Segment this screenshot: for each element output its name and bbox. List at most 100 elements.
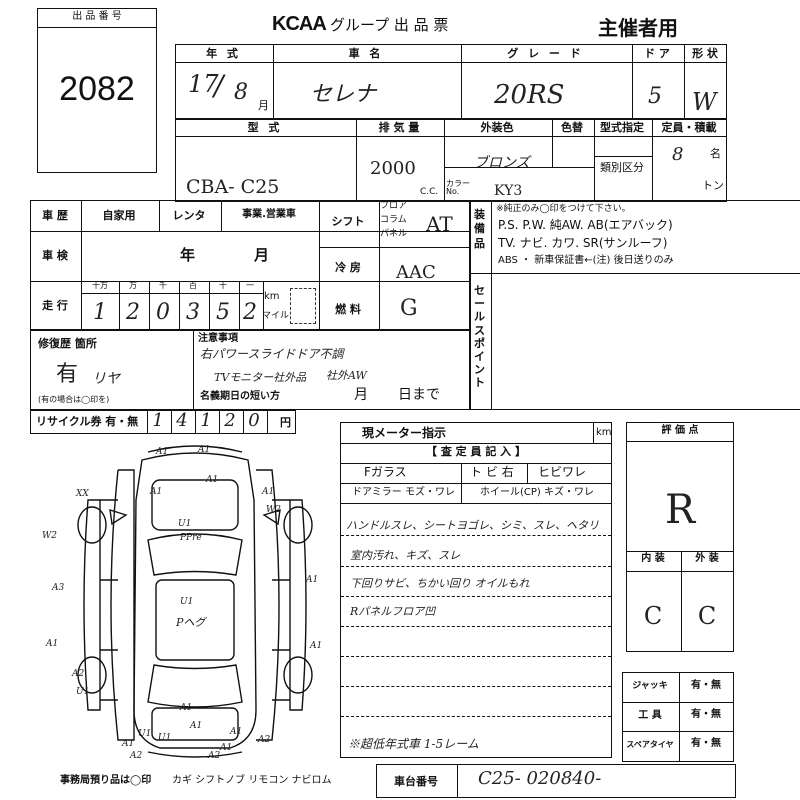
- mileage-digit: 1: [93, 300, 107, 325]
- deadline-month: 月: [354, 387, 368, 403]
- type-spec-label: 型式指定: [600, 121, 644, 134]
- equipment-line-1: P.S. P.W. 純AW. AB(エアバック): [498, 218, 673, 232]
- assessor-label: 【 査 定 員 記 入 】: [426, 445, 526, 458]
- inspection-year-label: 年: [180, 246, 196, 264]
- color-change-label: 色替: [561, 121, 583, 134]
- deadline-label: 名義期日の短い方: [200, 391, 280, 402]
- recycle-digit: 0: [248, 410, 260, 431]
- shape-value: W: [692, 88, 717, 116]
- damage-mark: U1: [178, 519, 191, 529]
- score-label: 評 価 点: [661, 425, 699, 436]
- car-name-label: 車 名: [348, 47, 384, 60]
- class-label: 類別区分: [600, 161, 644, 174]
- damage-mark: XX: [75, 489, 89, 499]
- mileage-unit-1: 一: [246, 281, 254, 290]
- mile-unit: マイル: [262, 311, 290, 321]
- history-rental: レンタ: [172, 209, 206, 222]
- damage-mark: A1: [197, 445, 210, 455]
- displacement-value: 2000: [370, 158, 416, 179]
- office-items: カギ シフトノブ リモコン ナビロム: [172, 775, 332, 786]
- color-number-value: KY3: [494, 183, 523, 199]
- ton-unit: トン: [702, 179, 724, 192]
- damage-mark: A2: [71, 669, 84, 679]
- crack-label: ヒビワレ: [538, 465, 587, 479]
- ac-label: 冷 房: [335, 261, 361, 274]
- equipment-note: ※純正のみ◯印をつけて下さい。: [496, 204, 631, 214]
- shift-column: コラム: [380, 215, 407, 225]
- damage-mark: A1: [309, 641, 322, 651]
- shift-value: AT: [426, 212, 453, 236]
- model-value: CBA- C25: [186, 176, 280, 198]
- tool-label: 工 具: [638, 710, 662, 721]
- recycle-digit: 4: [176, 410, 188, 431]
- assessor-line-1: ハンドルスレ、シートヨゴレ、シミ、スレ、ヘタリ: [346, 519, 599, 532]
- repair-history-value: 有: [56, 362, 79, 387]
- damage-mark: A1: [189, 721, 202, 731]
- mileage-unit-100k: 十万: [92, 281, 108, 290]
- km-unit: km: [264, 291, 280, 302]
- shift-panel: パネル: [380, 229, 408, 239]
- mileage-label: 走 行: [42, 299, 68, 312]
- assessor-line-3: 下回りサビ、ちかい回り オイルもれ: [350, 577, 530, 590]
- displacement-label: 排 気 量: [378, 121, 420, 134]
- damage-mark: A1: [149, 487, 162, 497]
- spare-yesno: 有・無: [691, 738, 721, 749]
- mileage-unit-1k: 千: [159, 281, 167, 290]
- kcaa-logo: KCAA: [272, 13, 327, 35]
- recycle-digit: 1: [200, 410, 212, 431]
- exterior-score: C: [697, 602, 717, 630]
- year-value: 17: [188, 70, 219, 98]
- damage-mark: A1: [305, 575, 318, 585]
- damage-mark: A2: [257, 735, 270, 745]
- damage-mark: U1: [158, 733, 171, 743]
- repair-location: リヤ: [92, 371, 120, 387]
- history-private: 自家用: [102, 209, 136, 222]
- assessor-table: [340, 422, 612, 758]
- mileage-note-box: [290, 288, 316, 324]
- sales-point-label: セールスポイント: [474, 284, 485, 390]
- notes-label: 注意事項: [198, 333, 238, 344]
- damage-mark: A1: [205, 475, 218, 485]
- wheel-label: ホイール(CP) キズ・ワレ: [480, 487, 594, 498]
- interior-label: 内 装: [641, 553, 665, 564]
- chassis-value: C25- 020840-: [478, 768, 602, 789]
- recycle-label: リサイクル券 有・無: [36, 415, 139, 428]
- equipment-table: [470, 200, 800, 410]
- color-value: ブロンズ: [474, 155, 530, 171]
- damage-mark: PPre: [179, 533, 202, 543]
- repair-history-label: 修復歴 箇所: [38, 337, 97, 350]
- assessor-line-4: Rパネルフロア凹: [350, 605, 436, 618]
- damage-mark: U1: [138, 729, 151, 739]
- meter-unit: km: [596, 427, 612, 438]
- recycle-digit: 2: [224, 410, 236, 431]
- doors-value: 5: [648, 84, 662, 109]
- doors-label: ド ア: [644, 47, 670, 60]
- damage-mark: A1: [121, 739, 134, 749]
- seats-value: 8: [672, 144, 684, 165]
- damage-mark: A3: [51, 583, 64, 593]
- mileage-unit-10: 十: [219, 281, 227, 290]
- shift-label: シフト: [331, 215, 365, 228]
- tool-yesno: 有・無: [691, 709, 721, 720]
- form-title: グループ 出 品 票: [330, 16, 449, 34]
- notes-line-1: 右パワースライドドア不調: [200, 347, 344, 361]
- color-number-label: カラー No.: [446, 179, 470, 196]
- recycle-unit: 円: [280, 416, 291, 429]
- repair-history-sub: (有の場合は◯印を): [38, 395, 110, 404]
- history-commercial: 事業.営業車: [242, 209, 296, 220]
- recycle-table: [30, 410, 296, 434]
- recycle-digit: 1: [152, 410, 164, 431]
- jack-yesno: 有・無: [691, 680, 721, 691]
- year-label: 年 式: [206, 47, 241, 60]
- model-label: 型 式: [247, 121, 283, 134]
- damage-mark: U1: [180, 597, 193, 607]
- seating-label: 定員・積載: [661, 121, 717, 134]
- lot-number-value: 2082: [59, 70, 135, 108]
- damage-mark: A1: [179, 703, 192, 713]
- equipment-line-3: ABS ・ 新車保証書←(注) 後日送りのみ: [498, 255, 674, 266]
- history-label: 車 歴: [42, 209, 68, 222]
- spare-label: スペアタイヤ: [626, 740, 674, 749]
- deadline-day: 日まで: [398, 387, 440, 403]
- fuel-label: 燃 料: [335, 303, 361, 316]
- damage-mark: A1: [155, 447, 168, 457]
